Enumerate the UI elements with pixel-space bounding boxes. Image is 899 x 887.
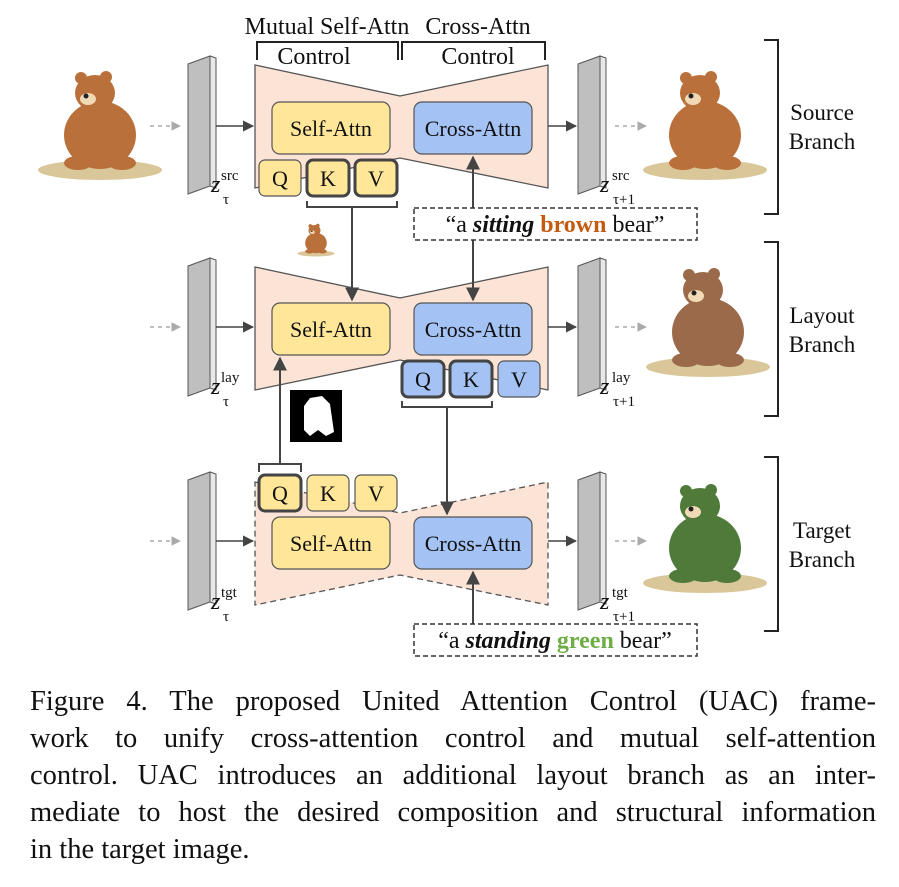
cross-attn-label: Cross-Attn (425, 14, 530, 40)
k-label-target: K (320, 481, 336, 506)
prompt-text-target: “a standing green bear” (438, 628, 672, 654)
v-label-target: V (368, 481, 384, 506)
self-attn-label-target: Self-Attn (290, 531, 372, 556)
caption-line-4: mediate to host the desired composition … (30, 797, 876, 828)
figure-caption: Figure 4. The proposed United Attention … (30, 683, 876, 868)
latent-src-in-sup: src (221, 168, 239, 184)
k-block-layout (448, 359, 494, 399)
v-label-layout: V (511, 367, 527, 392)
latent-tgt-out-base: z (599, 589, 610, 615)
bear-mask (290, 390, 342, 442)
q-block-source (258, 159, 302, 197)
target-branch-label-1: Target (793, 518, 852, 543)
q-block-layout (400, 359, 446, 399)
prompt-box-target (413, 623, 698, 657)
latent-src-out-sup: src (612, 168, 630, 184)
self-attn-label-layout: Self-Attn (290, 317, 372, 342)
mutual-self-attn-label: Mutual Self-Attn (245, 14, 410, 40)
uac-diagram: Mutual Self-Attn Control Cross-Attn Cont… (38, 14, 856, 657)
target-branch-label-2: Branch (789, 547, 856, 572)
bear-image-target (643, 484, 767, 593)
layout-brace (764, 241, 779, 417)
self-attn-block-layout (271, 302, 391, 356)
top-braces (256, 41, 546, 60)
cross-attn-block-source (413, 101, 533, 155)
cross-attn-label-layout: Cross-Attn (425, 317, 522, 342)
latent-tgt-out-sub: τ+1 (613, 609, 635, 625)
self-attn-block-source (271, 101, 391, 155)
latent-src-out-sub: τ+1 (613, 192, 635, 208)
v-block-layout (497, 360, 541, 398)
caption-line-5: in the target image. (30, 834, 250, 865)
latent-src-in-base: z (210, 172, 221, 198)
latent-src-in-sub: τ (223, 192, 229, 208)
latent-lay-in-sup: lay (221, 370, 240, 386)
cross-control-label: Control (441, 44, 515, 70)
latent-tgt-in-sup: tgt (221, 585, 238, 601)
k-block-target (306, 474, 350, 512)
latent-lay-out-sub: τ+1 (613, 394, 635, 410)
self-attn-label-source: Self-Attn (290, 116, 372, 141)
cross-attn-label-source: Cross-Attn (425, 116, 522, 141)
v-label-source: V (368, 166, 384, 191)
latent-lay-out-sup: lay (612, 370, 631, 386)
cross-attn-block-target (413, 516, 533, 570)
q-label-source: Q (272, 166, 288, 191)
q-label-layout: Q (415, 367, 431, 392)
caption-line-2: work to unify cross-attention control an… (30, 723, 876, 754)
q-label-target: Q (272, 481, 288, 506)
caption-line-1: Figure 4. The proposed United Attention … (30, 686, 876, 717)
latent-tgt-in-base: z (210, 589, 221, 615)
k-label-layout: K (463, 367, 479, 392)
v-block-source (353, 158, 399, 198)
mutual-control-label: Control (277, 44, 351, 70)
bear-thumbnail (297, 223, 335, 257)
cross-attn-label-target: Cross-Attn (425, 531, 522, 556)
k-block-source (305, 158, 351, 198)
source-brace (764, 39, 779, 215)
source-branch-label-1: Source (790, 100, 854, 125)
latent-src-out-base: z (599, 172, 610, 198)
k-label-source: K (320, 166, 336, 191)
bear-image-source-output (643, 71, 767, 180)
latent-lay-out-base: z (599, 374, 610, 400)
latent-tgt-in-sub: τ (223, 609, 229, 625)
latent-tgt-out-sup: tgt (612, 585, 629, 601)
bear-image-layout (646, 268, 770, 377)
source-branch-label-2: Branch (789, 129, 856, 154)
prompt-text-source: “a sitting brown bear” (446, 212, 665, 238)
q-block-target (257, 473, 303, 513)
layout-branch-label-2: Branch (789, 332, 856, 357)
bear-image-source (38, 71, 162, 180)
prompt-box-source (413, 207, 698, 241)
layout-branch-label-1: Layout (789, 303, 855, 328)
caption-line-3: control. UAC introduces an additional la… (30, 760, 876, 791)
target-brace (764, 456, 779, 632)
self-attn-block-target (271, 516, 391, 570)
latent-lay-in-base: z (210, 374, 221, 400)
cross-attn-block-layout (413, 302, 533, 356)
v-block-target (354, 474, 398, 512)
latent-lay-in-sub: τ (223, 394, 229, 410)
